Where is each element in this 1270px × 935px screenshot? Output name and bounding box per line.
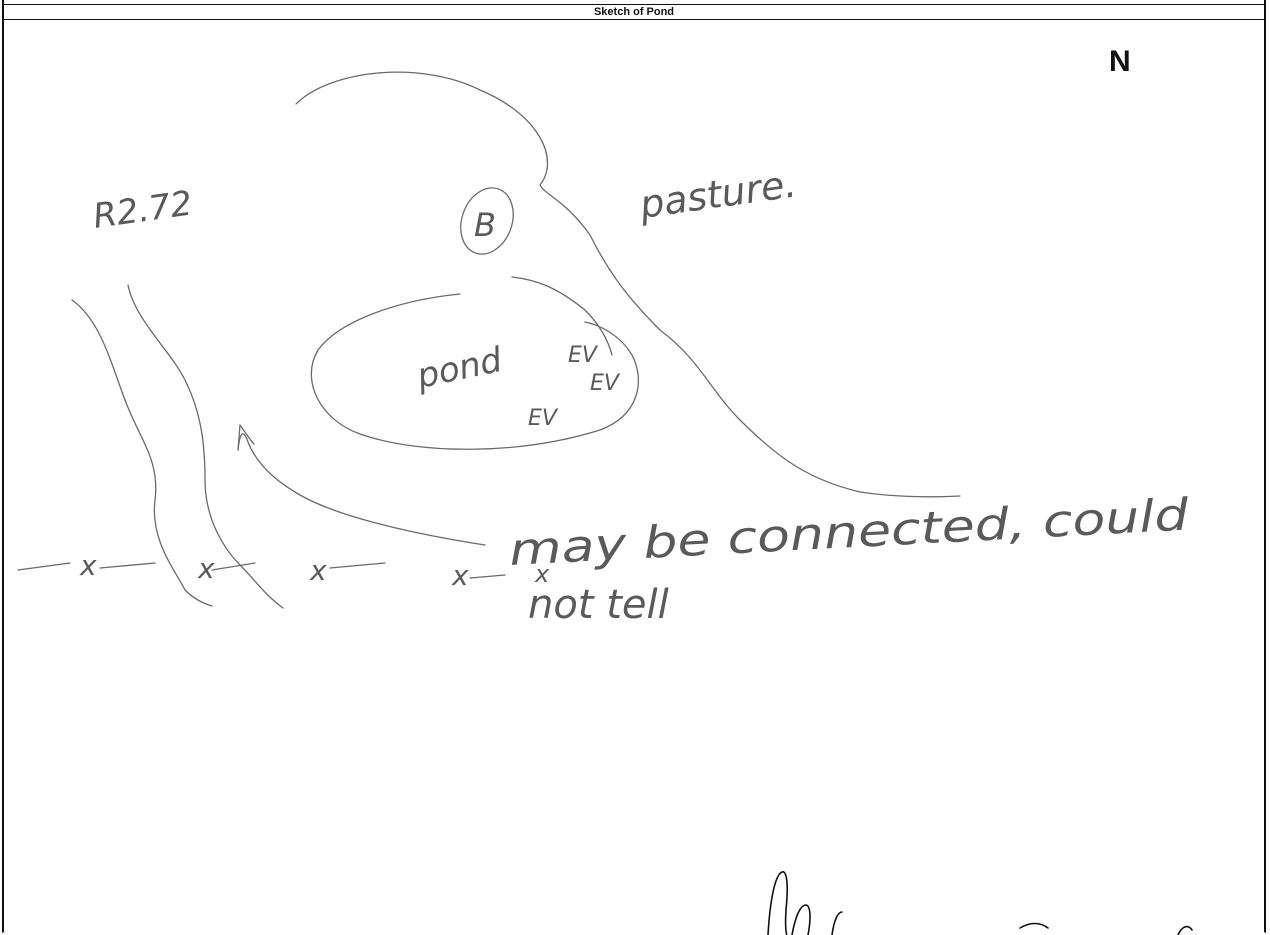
title-bar: Sketch of Pond (2, 4, 1266, 20)
pond-label: pond (413, 340, 506, 397)
circled-symbol-outline (460, 187, 514, 255)
fence-mark-5: x (534, 560, 550, 588)
note-line-2: not tell (528, 582, 669, 628)
page-title: Sketch of Pond (593, 6, 675, 18)
fence-mark-1: x (79, 549, 97, 582)
road-label: R2.72 (91, 183, 195, 236)
signature-scrawl (767, 871, 1193, 935)
fence-line-2 (99, 562, 156, 569)
circled-symbol-letter: B (474, 206, 496, 244)
pond-outline (310, 293, 639, 450)
fence-line-3 (211, 562, 256, 571)
ev-label-2: EV (590, 371, 621, 396)
arrow-head (237, 424, 255, 451)
inner-boundary-line (511, 276, 613, 356)
north-marker: N (1109, 45, 1131, 78)
fence-line-5 (469, 574, 506, 579)
connection-arrow (237, 433, 486, 546)
fence-mark-4: x (451, 559, 469, 592)
note-line-1: may be connected, could (508, 489, 1191, 576)
fence-line-4 (329, 562, 386, 569)
fence-mark-2: x (197, 552, 215, 585)
creek-right-bank (127, 284, 284, 609)
ev-label-3: EV (528, 406, 559, 431)
pasture-label: pasture. (636, 161, 799, 227)
pasture-boundary-line (295, 71, 961, 498)
ev-label-1: EV (568, 343, 599, 368)
fence-line-1 (17, 562, 71, 571)
fence-mark-3: x (309, 554, 327, 587)
creek-left-bank (71, 299, 213, 607)
